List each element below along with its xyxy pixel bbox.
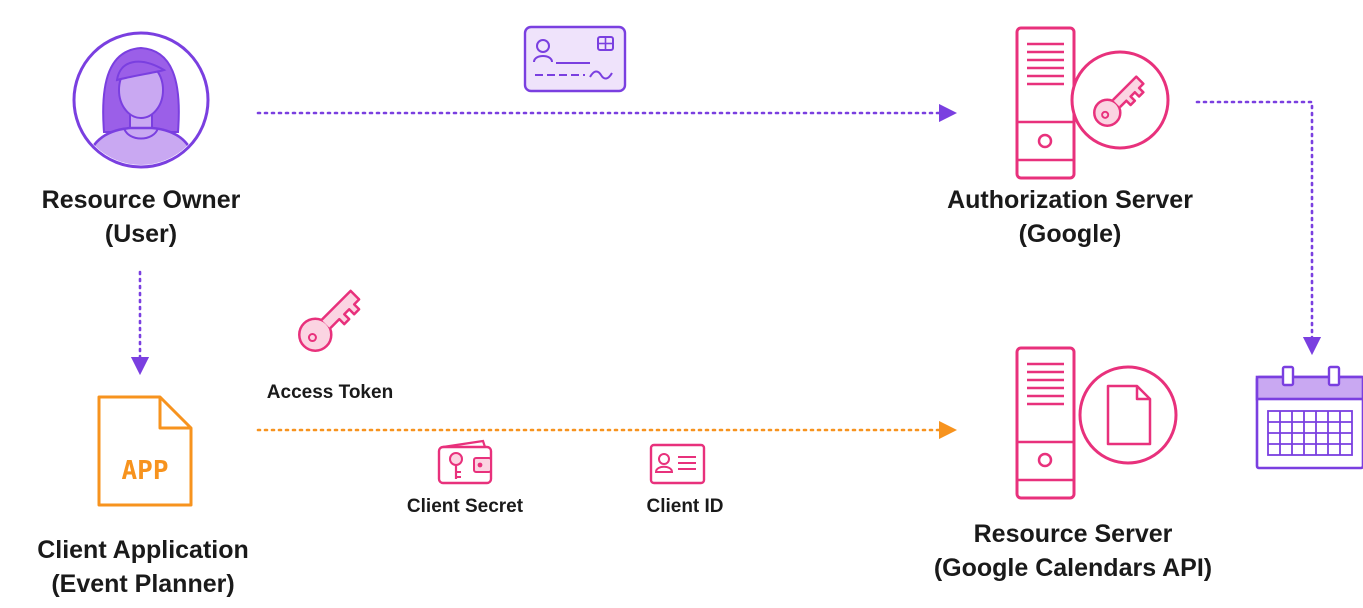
user-avatar-icon <box>72 31 210 169</box>
authorization-server-subtitle: (Google) <box>1018 220 1122 248</box>
arrow-auth-to-calendar <box>1195 100 1322 356</box>
app-file-icon: APP <box>97 395 193 507</box>
app-file-label: APP <box>122 456 169 486</box>
server-key-icon <box>1015 26 1170 180</box>
key-icon <box>298 289 361 352</box>
calendar-icon <box>1255 365 1363 470</box>
id-card-icon <box>649 443 706 485</box>
server-document-icon <box>1015 346 1178 500</box>
client-application-title: Client Application <box>37 536 249 564</box>
identity-card-icon <box>523 25 627 93</box>
wallet-key-icon <box>437 439 493 485</box>
resource-owner-label: Resource Owner (User) <box>0 183 282 251</box>
access-token-label: Access Token <box>266 382 394 403</box>
client-application-subtitle: (Event Planner) <box>51 570 235 598</box>
authorization-server-label: Authorization Server (Google) <box>900 183 1240 251</box>
client-application-label: Client Application (Event Planner) <box>0 533 286 601</box>
resource-server-subtitle: (Google Calendars API) <box>933 554 1213 582</box>
resource-owner-title: Resource Owner <box>41 186 241 214</box>
resource-owner-subtitle: (User) <box>104 220 178 248</box>
client-id-label: Client ID <box>646 496 724 517</box>
authorization-server-title: Authorization Server <box>947 186 1193 214</box>
resource-server-label: Resource Server (Google Calendars API) <box>890 517 1256 585</box>
resource-server-title: Resource Server <box>973 520 1173 548</box>
client-secret-label: Client Secret <box>406 496 524 517</box>
